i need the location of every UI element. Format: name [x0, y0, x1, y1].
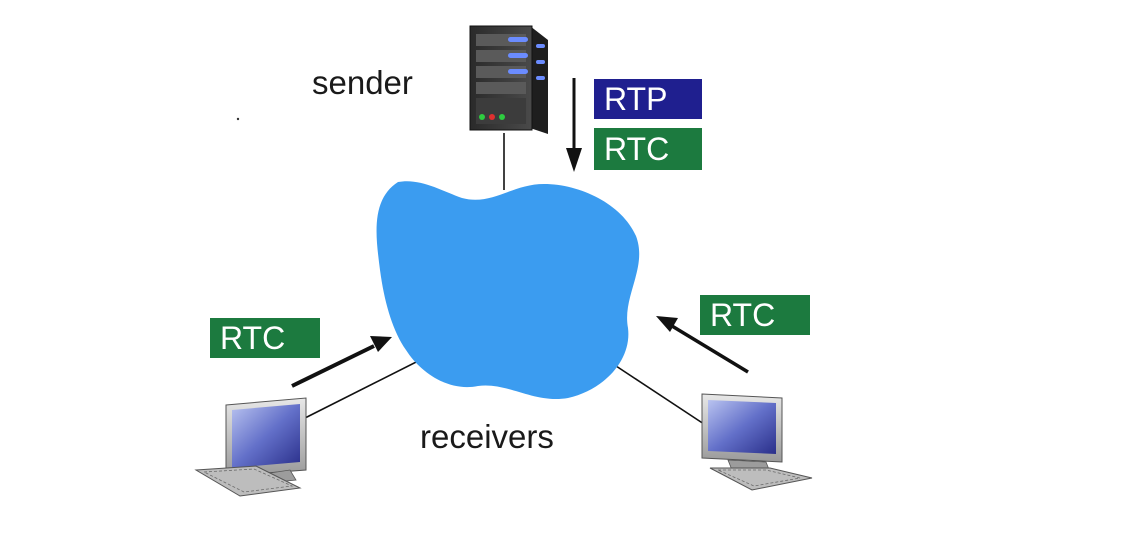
left-receiver-rtc-tag: RTC — [210, 318, 320, 358]
sender-rtp-tag: RTP — [594, 79, 702, 119]
receivers-label: receivers — [420, 418, 554, 455]
sender-rtc-tag: RTC — [594, 128, 702, 170]
sender-label: sender — [312, 64, 413, 101]
right-receiver-rtc-tag: RTC — [700, 295, 810, 335]
desktop-computer-icon-left — [194, 397, 307, 497]
left-receiver-arrow — [291, 344, 375, 388]
left-arrowhead — [370, 336, 392, 352]
server-icon — [469, 25, 548, 134]
desktop-computer-icon-right — [701, 393, 813, 491]
right-receiver-arrow — [671, 324, 749, 374]
network-cloud-icon — [376, 181, 640, 400]
sender-arrowhead — [566, 148, 582, 172]
stray-dot — [236, 117, 240, 121]
right-receiver-link — [609, 361, 711, 429]
right-arrowhead — [656, 316, 678, 332]
